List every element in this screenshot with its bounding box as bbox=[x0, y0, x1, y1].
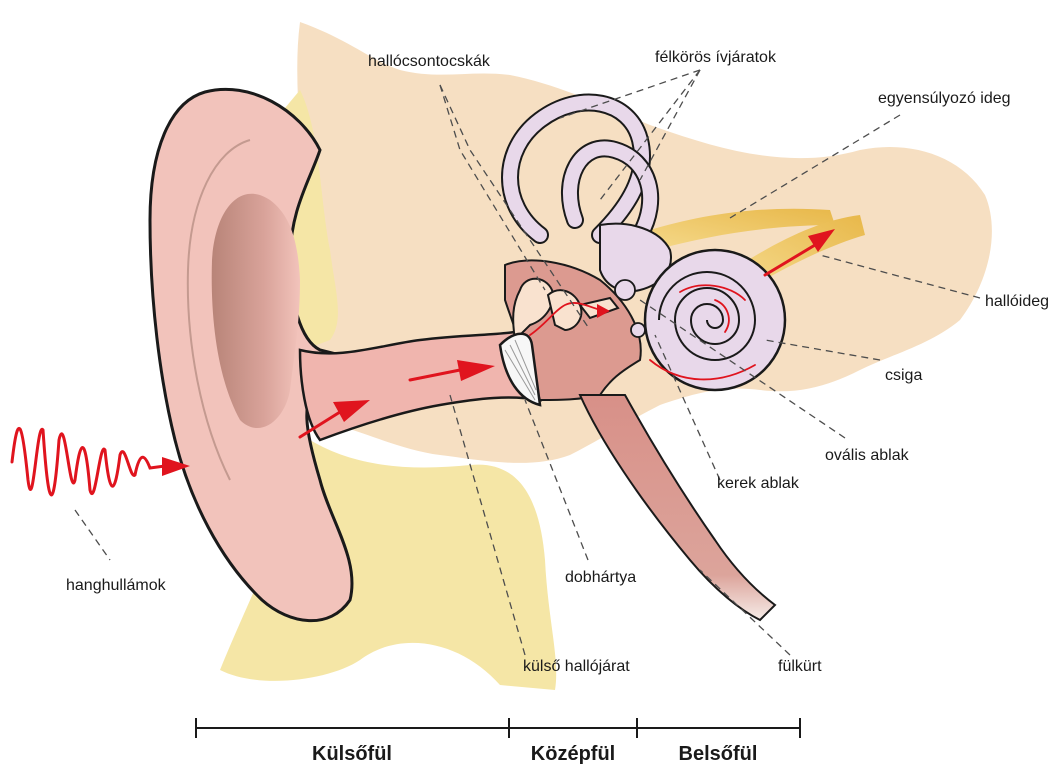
label-eardrum: dobhártya bbox=[565, 569, 636, 586]
round-window bbox=[631, 323, 645, 337]
eustachian-tube bbox=[580, 395, 775, 620]
label-round-window: kerek ablak bbox=[717, 475, 800, 492]
section-inner-ear: Belsőfül bbox=[679, 743, 758, 764]
label-semicircular-canals: félkörös ívjáratok bbox=[655, 49, 777, 66]
label-vestibular-nerve: egyensúlyozó ideg bbox=[878, 90, 1011, 107]
label-oval-window: ovális ablak bbox=[825, 447, 910, 464]
label-eustachian-tube: fülkürt bbox=[778, 658, 822, 675]
cochlea bbox=[645, 250, 785, 390]
label-cochlear-nerve: hallóideg bbox=[985, 293, 1049, 310]
label-cochlea: csiga bbox=[885, 367, 922, 384]
sound-wave bbox=[12, 428, 165, 495]
section-middle-ear: Középfül bbox=[531, 743, 615, 764]
label-ossicles: hallócsontocskák bbox=[368, 53, 491, 70]
label-ear-canal: külső hallójárat bbox=[523, 658, 630, 675]
section-outer-ear: Külsőfül bbox=[312, 743, 392, 764]
section-scale bbox=[196, 718, 800, 738]
label-sound-waves: hanghullámok bbox=[66, 577, 167, 594]
oval-window bbox=[615, 280, 635, 300]
